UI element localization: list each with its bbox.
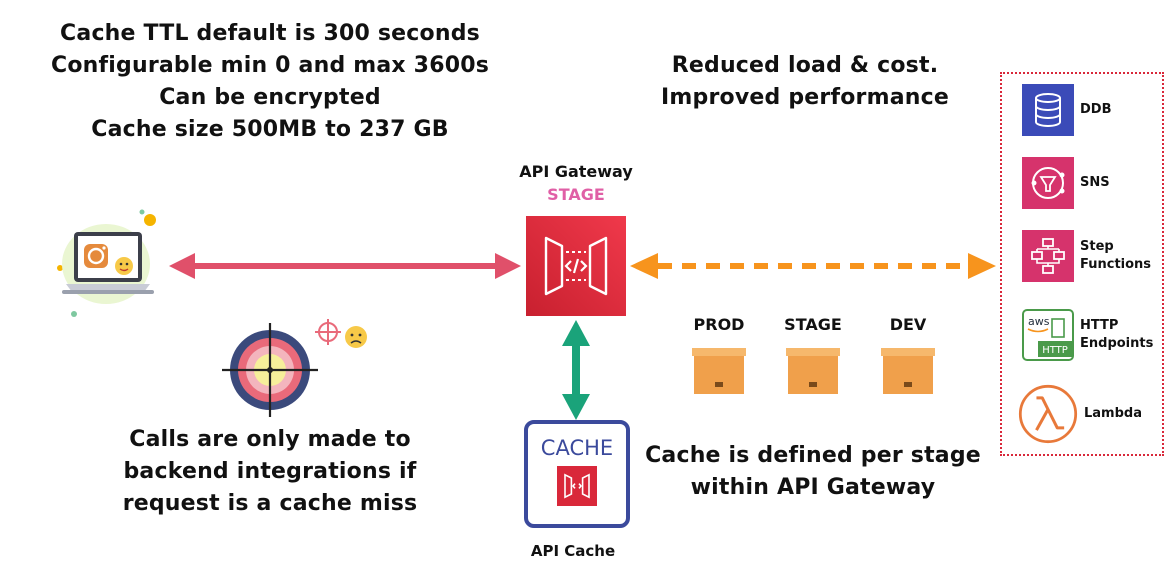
stage-label: STAGE bbox=[784, 315, 842, 334]
box-icon bbox=[692, 348, 746, 394]
gateway-stage-label: STAGE bbox=[547, 185, 605, 204]
note-line: Cache TTL default is 300 seconds bbox=[60, 21, 480, 46]
gateway-title: API Gateway bbox=[519, 162, 633, 181]
stage-label: DEV bbox=[889, 315, 927, 334]
box-icon bbox=[786, 348, 840, 394]
box-icon bbox=[881, 348, 935, 394]
service-http-endpoints[interactable]: aws HTTP HTTP Endpoints bbox=[1022, 309, 1154, 361]
service-label: Lambda bbox=[1084, 406, 1142, 421]
http-mark: HTTP bbox=[1042, 345, 1068, 356]
gateway-cache-arrow bbox=[562, 320, 590, 420]
backend-services-panel bbox=[1000, 72, 1164, 456]
step-functions-icon bbox=[1022, 230, 1074, 282]
target-miss-icon bbox=[222, 319, 367, 417]
service-ddb[interactable]: DDB bbox=[1022, 84, 1112, 136]
lambda-icon bbox=[1018, 384, 1078, 444]
per-stage-notes: Cache is defined per stage within API Ga… bbox=[628, 440, 998, 504]
api-gateway-small-icon bbox=[557, 466, 597, 506]
note-line: Cache is defined per stage bbox=[645, 443, 981, 468]
aws-mark: aws bbox=[1028, 315, 1050, 328]
client-gateway-arrow bbox=[169, 253, 521, 279]
note-line: Calls are only made to bbox=[129, 427, 411, 452]
note-line: request is a cache miss bbox=[122, 491, 418, 516]
service-label: Step Functions bbox=[1080, 239, 1152, 272]
service-step-functions[interactable]: Step Functions bbox=[1022, 230, 1152, 282]
note-line: Configurable min 0 and max 3600s bbox=[50, 53, 490, 78]
cache-settings-notes: Cache TTL default is 300 seconds Configu… bbox=[40, 18, 500, 146]
service-label: DDB bbox=[1080, 102, 1112, 117]
service-label: HTTP Endpoints bbox=[1080, 318, 1154, 351]
note-line: Reduced load & cost. bbox=[671, 53, 939, 78]
benefits-notes: Reduced load & cost. Improved performanc… bbox=[600, 50, 1010, 114]
service-sns[interactable]: SNS bbox=[1022, 157, 1110, 209]
laptop-client-icon bbox=[57, 209, 156, 317]
service-lambda[interactable]: Lambda bbox=[1018, 384, 1142, 444]
note-line: Cache size 500MB to 237 GB bbox=[91, 117, 449, 142]
cache-box-label: CACHE bbox=[540, 436, 614, 460]
api-cache-box[interactable]: CACHE bbox=[524, 420, 630, 528]
http-endpoint-icon: aws HTTP bbox=[1022, 309, 1074, 361]
note-line: Improved performance bbox=[661, 85, 949, 110]
note-line: Can be encrypted bbox=[159, 85, 381, 110]
dynamodb-icon bbox=[1022, 84, 1074, 136]
api-gateway-icon[interactable] bbox=[526, 216, 626, 316]
stage-stage[interactable]: STAGE bbox=[776, 315, 850, 396]
service-label: SNS bbox=[1080, 175, 1110, 190]
gateway-backend-arrow bbox=[630, 253, 996, 279]
stage-dev[interactable]: DEV bbox=[871, 315, 945, 396]
note-line: within API Gateway bbox=[690, 475, 936, 500]
stage-prod[interactable]: PROD bbox=[682, 315, 756, 396]
api-cache-caption: API Cache bbox=[530, 542, 616, 560]
stage-label: PROD bbox=[693, 315, 745, 334]
sns-icon bbox=[1022, 157, 1074, 209]
cache-miss-notes: Calls are only made to backend integrati… bbox=[70, 424, 470, 520]
note-line: backend integrations if bbox=[123, 459, 417, 484]
